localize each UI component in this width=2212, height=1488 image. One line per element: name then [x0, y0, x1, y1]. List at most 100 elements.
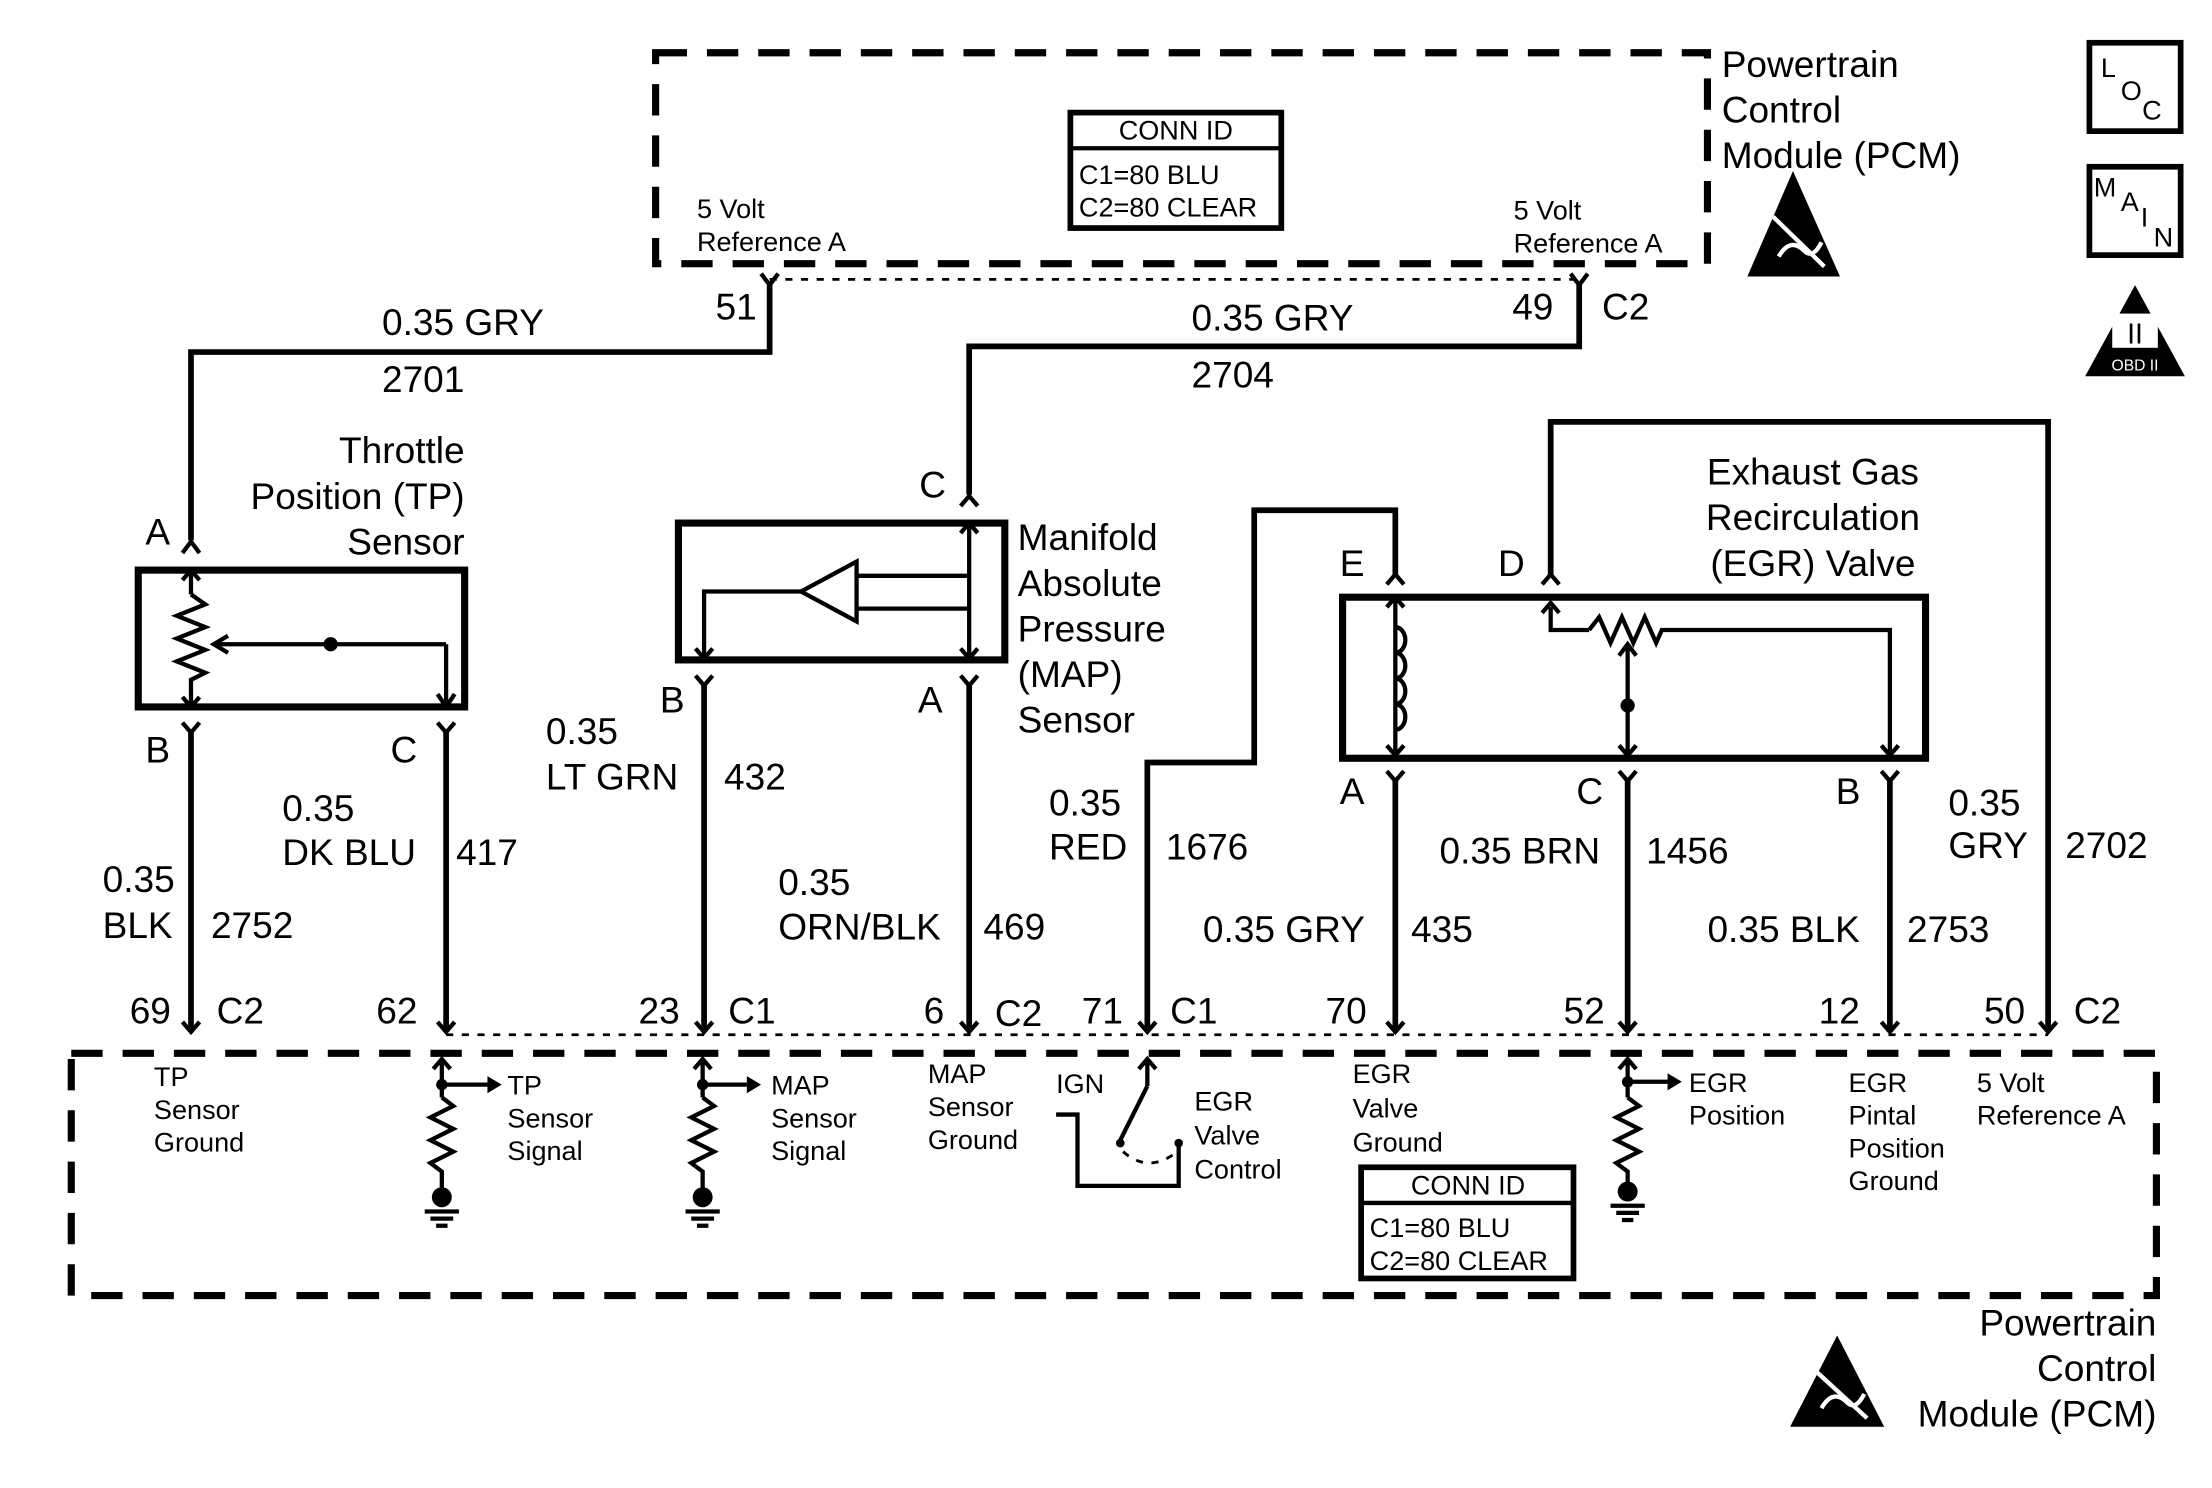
svg-text:2752: 2752: [211, 904, 293, 946]
connector-label: C1: [728, 989, 775, 1031]
pin-label: B: [660, 679, 685, 721]
svg-text:N: N: [2154, 222, 2174, 253]
svg-text:C1=80 BLU: C1=80 BLU: [1370, 1212, 1511, 1243]
pcm-top-module: CONN ID C1=80 BLU C2=80 CLEAR 5 Volt Ref…: [652, 43, 1961, 327]
pcm-title: Powertrain: [1722, 43, 1899, 85]
svg-text:Exhaust Gas: Exhaust Gas: [1707, 451, 1919, 493]
svg-text:OBD II: OBD II: [2112, 358, 2159, 375]
wire-2752: 0.35 BLK 2752: [103, 732, 293, 1032]
svg-text:0.35 GRY: 0.35 GRY: [1203, 908, 1365, 950]
svg-text:TP: TP: [507, 1070, 542, 1101]
svg-text:0.35: 0.35: [778, 861, 850, 903]
svg-text:Control: Control: [2037, 1347, 2156, 1389]
svg-text:0.35: 0.35: [282, 787, 354, 829]
wire-2701: 0.35 GRY 2701: [188, 272, 780, 541]
svg-text:I: I: [2141, 202, 2149, 233]
svg-text:EGR: EGR: [1849, 1067, 1908, 1098]
pin-number: 71: [1082, 989, 1123, 1031]
pcm-bottom-title: Powertrain Control Module (PCM): [1790, 1301, 2156, 1435]
pin-number: 50: [1984, 989, 2025, 1031]
svg-text:M: M: [2094, 172, 2117, 203]
svg-text:EGR: EGR: [1194, 1085, 1253, 1116]
svg-text:2704: 2704: [1192, 354, 1274, 396]
wire-1456: 0.35 BRN 1456: [1440, 781, 1729, 1032]
tp-signal-circuit: [424, 1055, 502, 1228]
svg-text:Sensor: Sensor: [928, 1091, 1014, 1122]
pin-number: 23: [639, 989, 680, 1031]
svg-text:CONN ID: CONN ID: [1411, 1169, 1525, 1200]
svg-text:Ground: Ground: [1353, 1127, 1443, 1158]
svg-text:DK BLU: DK BLU: [282, 831, 416, 873]
wire-2702: 0.35 GRY 2702: [1547, 419, 2148, 1032]
svg-text:(MAP): (MAP): [1018, 653, 1123, 695]
svg-text:0.35: 0.35: [546, 710, 618, 752]
svg-text:C: C: [2142, 95, 2162, 126]
svg-text:O: O: [2121, 75, 2142, 106]
svg-text:IGN: IGN: [1056, 1068, 1104, 1099]
pin-number: 6: [924, 989, 945, 1031]
svg-text:BLK: BLK: [103, 904, 173, 946]
svg-text:GRY: GRY: [1948, 824, 2028, 866]
svg-text:0.35: 0.35: [103, 858, 175, 900]
egr-control-switch: [1056, 1055, 1183, 1188]
wire-1676: 0.35 RED 1676: [1049, 507, 1399, 1032]
esd-warning-icon: [1747, 171, 1841, 277]
conn-id-line: C1=80 BLU: [1079, 159, 1220, 190]
svg-text:Sensor: Sensor: [347, 520, 464, 562]
svg-text:435: 435: [1411, 908, 1473, 950]
egr-valve: Exhaust Gas Recirculation (EGR) Valve E …: [1339, 451, 1930, 812]
pcm-title: Control: [1722, 89, 1841, 131]
svg-text:EGR: EGR: [1689, 1067, 1748, 1098]
wire-435: 0.35 GRY 435: [1203, 781, 1473, 1032]
pin-number: 62: [376, 989, 417, 1031]
pin-label: Reference A: [1514, 227, 1663, 258]
svg-text:Sensor: Sensor: [154, 1094, 240, 1125]
svg-text:TP: TP: [154, 1061, 189, 1092]
svg-text:Position: Position: [1849, 1132, 1945, 1163]
svg-text:469: 469: [983, 905, 1045, 947]
pin-label: C: [919, 463, 946, 505]
svg-text:Sensor: Sensor: [1018, 699, 1135, 741]
svg-text:Manifold: Manifold: [1018, 516, 1158, 558]
obd-ii-icon: II OBD II: [2085, 285, 2185, 377]
tp-sensor: Throttle Position (TP) Sensor A B C: [134, 429, 469, 771]
conn-id-line: C2=80 CLEAR: [1079, 192, 1257, 223]
svg-text:ORN/BLK: ORN/BLK: [778, 905, 941, 947]
pin-label: A: [145, 510, 170, 552]
svg-text:Sensor: Sensor: [771, 1102, 857, 1133]
svg-text:2753: 2753: [1907, 908, 1989, 950]
pcm-title: Module (PCM): [1722, 134, 1961, 176]
conn-id-title: CONN ID: [1119, 115, 1233, 146]
svg-text:Position: Position: [1689, 1100, 1785, 1131]
svg-text:Throttle: Throttle: [339, 429, 465, 471]
svg-text:Recirculation: Recirculation: [1706, 496, 1920, 538]
svg-text:1676: 1676: [1166, 825, 1248, 867]
pin-label: Reference A: [697, 226, 846, 257]
connector-label: C2: [1602, 285, 1649, 327]
connector-label: C2: [2074, 989, 2121, 1031]
svg-text:0.35 BRN: 0.35 BRN: [1440, 830, 1601, 872]
pin-number: 51: [715, 285, 756, 327]
pin-number: 52: [1564, 989, 1605, 1031]
pin-number: 12: [1819, 989, 1860, 1031]
svg-text:1456: 1456: [1646, 830, 1728, 872]
main-icon: M A I N: [2086, 163, 2184, 258]
svg-text:Position (TP): Position (TP): [251, 475, 465, 517]
pin-label: 5 Volt: [1514, 195, 1582, 226]
svg-text:Valve: Valve: [1353, 1092, 1419, 1123]
map-signal-circuit: [685, 1055, 762, 1228]
pin-number: 69: [130, 989, 171, 1031]
svg-text:Pintal: Pintal: [1849, 1100, 1917, 1131]
wire-2704: 0.35 GRY 2704: [966, 272, 1590, 495]
svg-text:LT GRN: LT GRN: [546, 756, 678, 798]
svg-text:(EGR) Valve: (EGR) Valve: [1710, 542, 1915, 584]
pin-label: A: [918, 679, 943, 721]
svg-text:2702: 2702: [2065, 824, 2147, 866]
svg-text:0.35 GRY: 0.35 GRY: [1192, 297, 1354, 339]
wire-2753: 0.35 BLK 2753: [1707, 781, 1989, 1032]
svg-text:II: II: [2127, 319, 2143, 351]
pin-label: C: [1576, 770, 1603, 812]
pin-number: 49: [1512, 285, 1553, 327]
conn-id-box-top: CONN ID C1=80 BLU C2=80 CLEAR: [1067, 109, 1285, 231]
